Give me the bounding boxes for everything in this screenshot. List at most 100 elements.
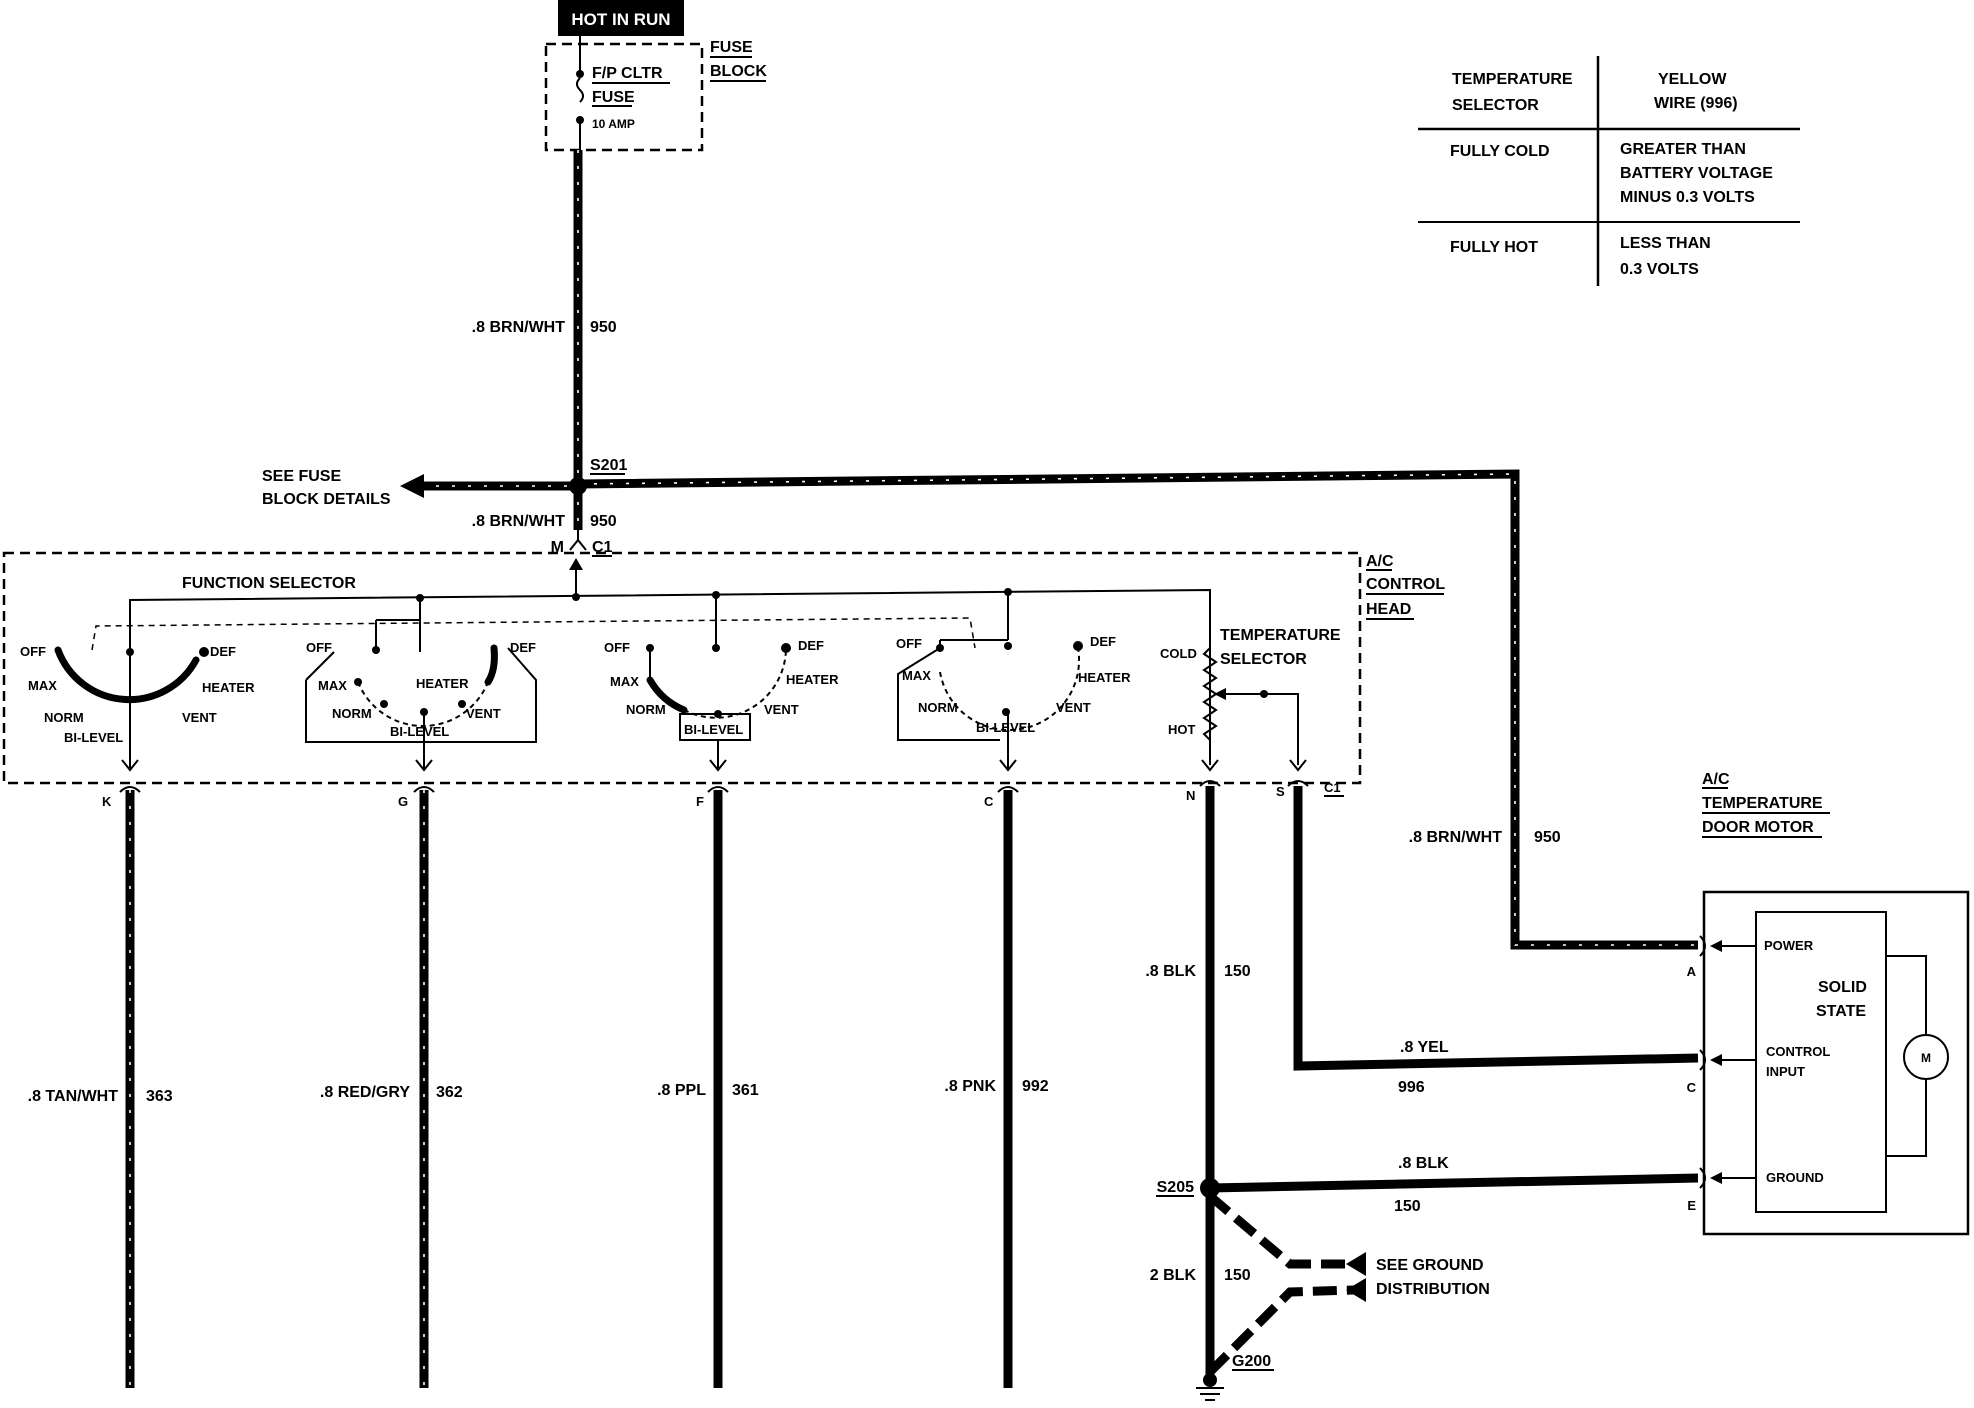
svg-text:HEATER: HEATER — [786, 672, 839, 687]
gnd-gauge: 2 BLK — [1150, 1267, 1197, 1284]
svg-text:BI-LEVEL: BI-LEVEL — [976, 720, 1035, 735]
ground-icon — [1196, 1387, 1224, 1401]
fuse-block-label-1: FUSE — [710, 39, 753, 56]
table-row1-value-3: MINUS 0.3 VOLTS — [1620, 189, 1755, 206]
function-selector-label: FUNCTION SELECTOR — [182, 575, 356, 592]
motor-title-2: TEMPERATURE — [1702, 795, 1823, 812]
wire-363-gauge: .8 TAN/WHT — [28, 1088, 119, 1105]
wire-see-ground-2 — [1206, 1285, 1355, 1376]
svg-text:HEATER: HEATER — [202, 680, 255, 695]
temp-selector-label-2: SELECTOR — [1220, 651, 1307, 668]
fuse-icon — [576, 77, 584, 103]
control-head-title-1: A/C — [1366, 553, 1394, 570]
temp-selector-label-1: TEMPERATURE — [1220, 627, 1341, 644]
svg-text:BI-LEVEL: BI-LEVEL — [64, 730, 123, 745]
wire-996-yel — [1293, 786, 1699, 1071]
connector-rings — [119, 780, 1309, 793]
see-fuse-label-1: SEE FUSE — [262, 468, 341, 485]
svg-text:OFF: OFF — [20, 644, 46, 659]
wire-150-to-motor — [1209, 1173, 1699, 1193]
svg-text:NORM: NORM — [332, 706, 372, 721]
splice-s201-label: S201 — [590, 457, 627, 474]
arrow-fuse-details — [400, 474, 424, 498]
wire-150-gauge: .8 BLK — [1145, 963, 1196, 980]
function-switch-k: OFF DEF MAX HEATER NORM VENT BI-LEVEL — [20, 644, 255, 768]
motor-m-label: M — [1921, 1051, 1931, 1065]
pin-n: N — [1186, 788, 1195, 803]
control-head-title-3: HEAD — [1366, 601, 1411, 618]
feed2-gauge-label: .8 BRN/WHT — [472, 513, 566, 530]
wire-361-circuit: 361 — [732, 1082, 759, 1099]
table-row1-value-2: BATTERY VOLTAGE — [1620, 165, 1773, 182]
motor-control-label-2: INPUT — [1766, 1064, 1805, 1079]
svg-text:VENT: VENT — [466, 706, 501, 721]
gnd-circuit: 150 — [1224, 1267, 1251, 1284]
motor-control-label-1: CONTROL — [1766, 1044, 1830, 1059]
wire-see-ground-1 — [1207, 1192, 1354, 1269]
svg-text:NORM: NORM — [918, 700, 958, 715]
function-switch-f: OFF DEF MAX HEATER NORM VENT BI-LEVEL — [604, 638, 839, 768]
temperature-selector: COLD HOT TEMPERATURE SELECTOR — [1160, 627, 1341, 765]
see-fuse-label-2: BLOCK DETAILS — [262, 491, 391, 508]
svg-text:OFF: OFF — [604, 640, 630, 655]
motor-title-1: A/C — [1702, 771, 1730, 788]
internal-bus — [129, 588, 1211, 765]
svg-text:OFF: OFF — [896, 636, 922, 651]
mechanical-link — [91, 617, 976, 651]
motor-ground-label: GROUND — [1766, 1170, 1824, 1185]
wire-363-circuit: 363 — [146, 1088, 173, 1105]
splice-s201-dot — [569, 477, 587, 495]
table-header-1a: TEMPERATURE — [1452, 71, 1573, 88]
pin-g: G — [398, 794, 408, 809]
see-ground-label-1: SEE GROUND — [1376, 1257, 1484, 1274]
table-row2-value-2: 0.3 VOLTS — [1620, 261, 1699, 278]
table-row2-selector: FULLY HOT — [1450, 239, 1538, 256]
arrow-see-ground-1 — [1346, 1252, 1366, 1276]
wire-362-gauge: .8 RED/GRY — [320, 1084, 410, 1101]
svg-text:DEF: DEF — [510, 640, 536, 655]
pin-f: F — [696, 794, 704, 809]
svg-text:VENT: VENT — [182, 710, 217, 725]
wire-992-circuit: 992 — [1022, 1078, 1049, 1095]
blk-gauge: .8 BLK — [1398, 1155, 1449, 1172]
splice-s205-label: S205 — [1157, 1179, 1194, 1196]
function-switch-g: OFF DEF MAX HEATER NORM VENT BI-LEVEL — [305, 640, 537, 768]
svg-text:VENT: VENT — [764, 702, 799, 717]
svg-text:MAX: MAX — [318, 678, 347, 693]
table-row2-value-1: LESS THAN — [1620, 235, 1711, 252]
fuse-rating: 10 AMP — [592, 117, 635, 131]
voltage-table: TEMPERATURE SELECTOR YELLOW WIRE (996) F… — [1418, 56, 1800, 286]
svg-text:MAX: MAX — [902, 668, 931, 683]
feed-gauge-label: .8 BRN/WHT — [472, 319, 566, 336]
wire-992-gauge: .8 PNK — [944, 1078, 996, 1095]
svg-text:HOT: HOT — [1168, 722, 1196, 737]
wire-150-circuit: 150 — [1224, 963, 1251, 980]
wire-362-circuit: 362 — [436, 1084, 463, 1101]
svg-text:NORM: NORM — [44, 710, 84, 725]
motor-pin-c: C — [1687, 1080, 1697, 1095]
solid-state-label-1: SOLID — [1818, 979, 1867, 996]
svg-text:COLD: COLD — [1160, 646, 1197, 661]
svg-text:VENT: VENT — [1056, 700, 1091, 715]
g200-label: G200 — [1232, 1353, 1271, 1370]
pin-s: S — [1276, 784, 1285, 799]
motor-icon — [1903, 1034, 1949, 1080]
right-circuit-label: 950 — [1534, 829, 1561, 846]
control-head-pin-arrows — [121, 759, 1307, 772]
svg-text:BI-LEVEL: BI-LEVEL — [684, 722, 743, 737]
svg-text:OFF: OFF — [306, 640, 332, 655]
table-row1-value-1: GREATER THAN — [1620, 141, 1746, 158]
motor-pin-a: A — [1687, 964, 1697, 979]
solid-state-module — [1755, 911, 1887, 1213]
svg-text:DEF: DEF — [1090, 634, 1116, 649]
right-gauge-label: .8 BRN/WHT — [1409, 829, 1503, 846]
motor-pin-e: E — [1687, 1198, 1696, 1213]
pin-k: K — [102, 794, 112, 809]
motor-title-3: DOOR MOTOR — [1702, 819, 1814, 836]
svg-text:DEF: DEF — [798, 638, 824, 653]
control-head-title-2: CONTROL — [1366, 576, 1445, 593]
feed2-circuit-label: 950 — [590, 513, 617, 530]
svg-text:NORM: NORM — [626, 702, 666, 717]
control-head-outline — [2, 551, 1362, 785]
svg-text:MAX: MAX — [28, 678, 57, 693]
